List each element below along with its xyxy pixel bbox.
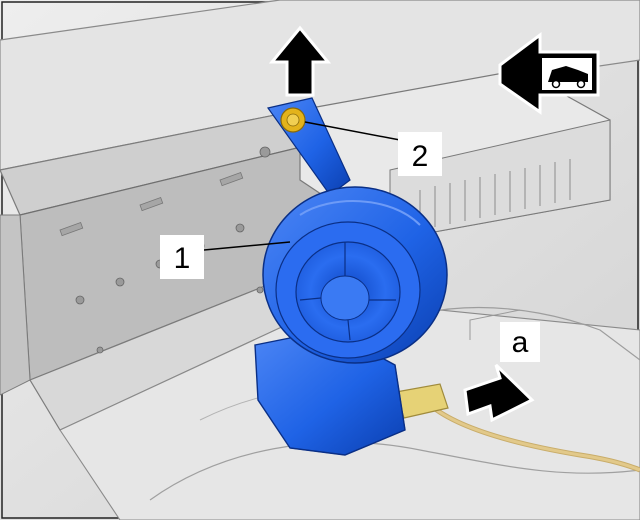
arrow-right-icon xyxy=(463,363,535,423)
annotation-a-label: a xyxy=(512,326,529,359)
callout-2-label: 2 xyxy=(412,140,429,173)
direction-of-travel-car-icon xyxy=(498,32,600,115)
arrow-up-icon xyxy=(268,25,332,97)
callout-2: 2 xyxy=(398,132,442,176)
annotation-a: a xyxy=(500,322,540,362)
bolt-icon xyxy=(280,107,306,133)
leader-line-2 xyxy=(304,121,401,141)
wiring-harness xyxy=(428,403,640,473)
leader-line-1 xyxy=(203,241,291,251)
callout-1-label: 1 xyxy=(174,242,191,275)
callout-1: 1 xyxy=(160,235,204,279)
